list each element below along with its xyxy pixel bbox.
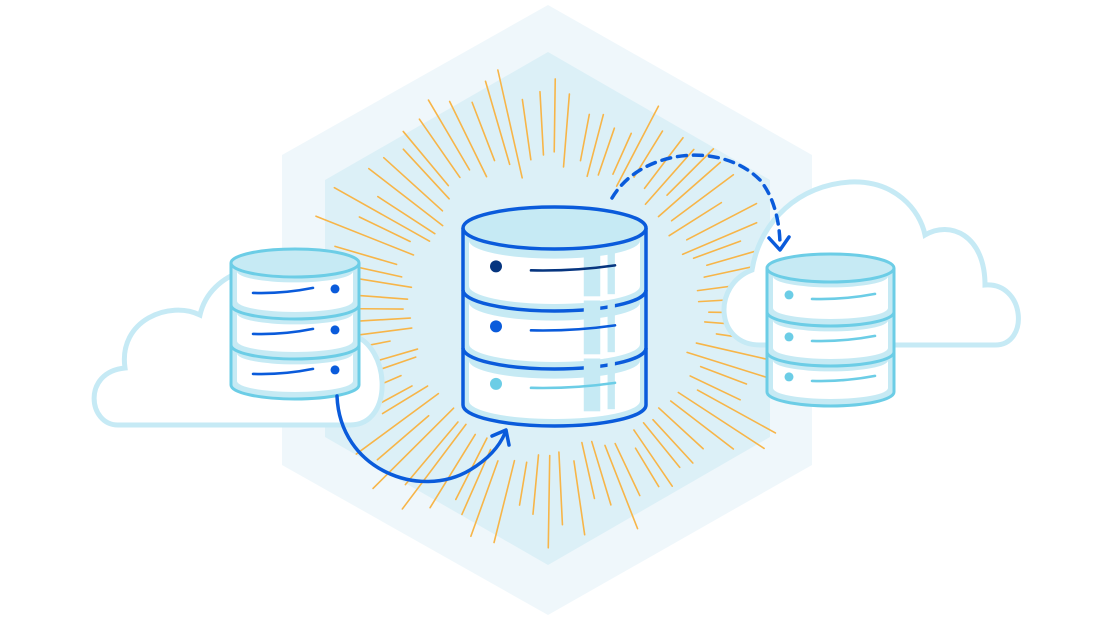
db-divider [461,347,648,371]
ray [581,441,596,500]
db-divider [765,351,896,368]
ray [315,215,415,256]
ray [376,414,430,461]
ray [615,105,660,187]
dashed-arrow-icon [610,153,782,248]
ray [558,451,564,526]
db-status-dot [490,260,502,273]
db-status-dot [330,365,340,375]
ray [484,80,511,166]
ray [634,447,660,488]
db-line [251,327,315,336]
ray [377,195,436,235]
db-status-dot [330,284,340,294]
db-status-dot [784,372,794,382]
ray [553,78,557,153]
ray [597,127,616,176]
ray [669,400,735,450]
db-line [251,367,315,376]
ray [696,389,777,434]
ray [518,461,528,506]
ray [699,365,748,385]
ray [532,454,540,516]
ray [586,113,605,178]
ray [334,245,398,266]
ray [381,385,429,415]
ray [657,161,722,218]
ray [493,459,516,544]
ray [470,460,499,538]
db-divider [461,289,648,313]
ray [644,148,695,206]
db-top [765,252,896,284]
ray [429,433,477,509]
curved-arrow-head [490,428,511,447]
db-status-dot [490,377,502,390]
curved-arrow-icon [335,394,507,484]
ray [351,294,409,300]
ray [368,167,444,227]
ray [404,421,459,486]
ray [657,407,704,450]
db-status-dot [330,325,340,335]
database-icon-target [765,252,896,408]
ray [539,90,545,156]
db-status-dot [784,290,794,300]
ray [448,100,488,178]
db-divider [765,311,896,328]
ray [382,156,444,212]
ray [355,392,440,455]
ray [418,118,461,179]
db-status-dot [490,320,502,333]
ray [686,351,772,380]
ray [358,216,411,243]
db-line [529,324,617,332]
ray [590,440,612,506]
ray [685,202,758,241]
ray [402,148,450,200]
db-top [461,205,648,251]
dashed-arrow-head [767,235,791,252]
ray [681,221,758,256]
ray [333,186,431,242]
database-icon-source [229,247,361,401]
ray [497,69,523,179]
ray [402,130,450,187]
ray [521,98,532,161]
ray [372,407,455,490]
ray [604,444,639,530]
ray [652,418,694,464]
db-line [810,292,877,301]
db-line [810,374,877,383]
ray [666,148,715,196]
ray [612,132,633,175]
ray [547,454,551,549]
db-divider [229,344,361,361]
ray [579,113,591,162]
ray [471,101,496,162]
ray [427,99,471,171]
ray [643,136,684,190]
db-divider [229,304,361,321]
ray [670,173,735,222]
ray [689,375,741,401]
db-status-dot [784,332,794,342]
db-line [529,264,617,272]
db-line [810,334,877,343]
ray [692,240,742,260]
ray [677,391,765,450]
ray [562,93,571,168]
ray [668,201,723,237]
ray [633,429,674,487]
db-line [251,286,315,295]
ray [573,460,586,536]
db-top [229,247,361,279]
ray [642,421,681,469]
db-line [529,381,617,390]
ray [614,442,641,497]
ray [401,423,467,510]
database-icon-main [461,205,648,428]
